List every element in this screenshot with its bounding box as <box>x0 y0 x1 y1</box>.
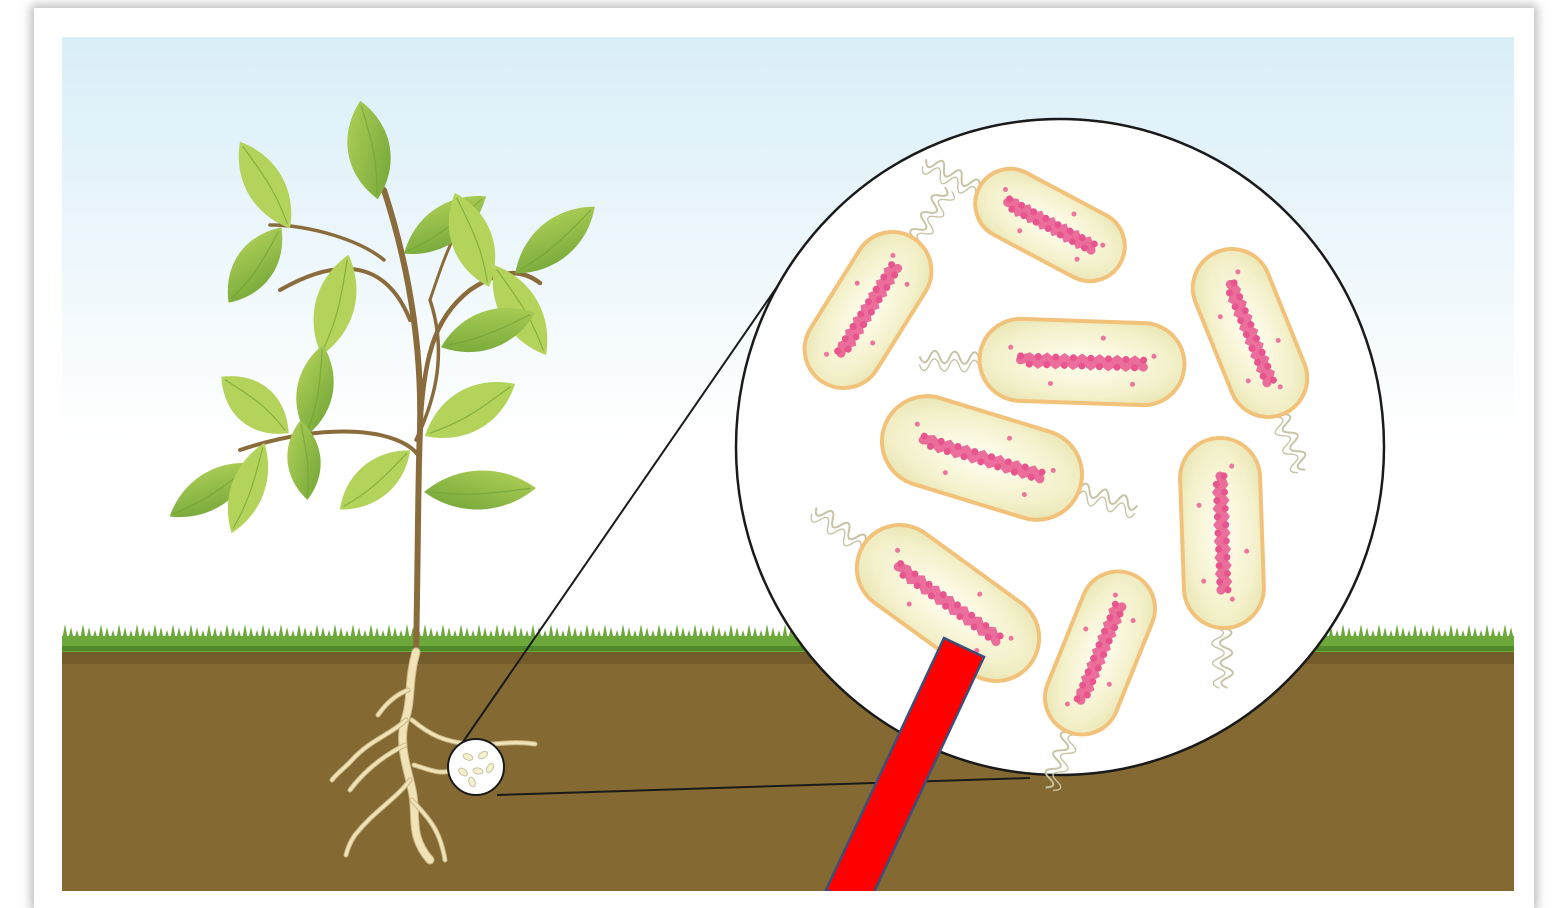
root-nodule-icon <box>448 739 504 795</box>
soil-layer <box>62 648 1514 891</box>
